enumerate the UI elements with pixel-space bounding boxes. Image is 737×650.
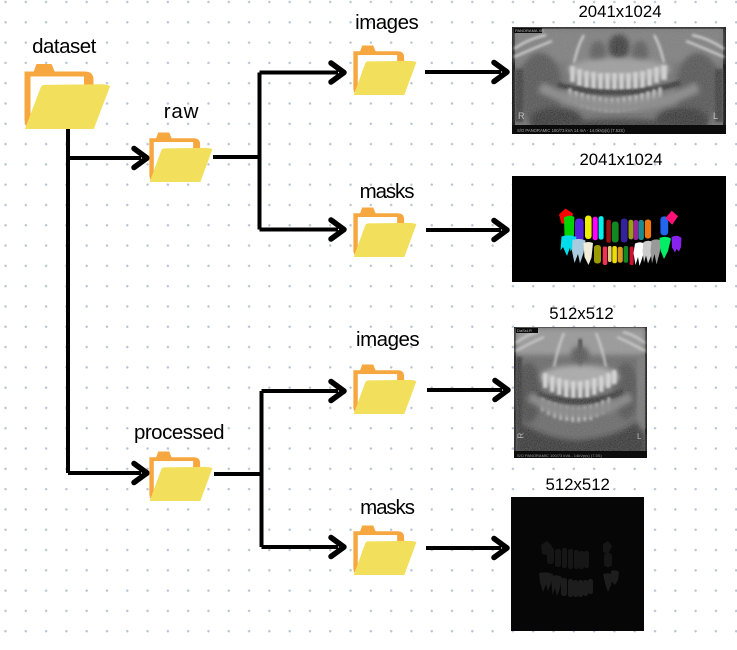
svg-text:S/O PANORAMIC 100/73 kVA 14 m: S/O PANORAMIC 100/73 kVA 14 mA - 14.0kVp… bbox=[517, 128, 625, 133]
svg-text:S/O PANORAMIC 100/73 kVA - 14k: S/O PANORAMIC 100/73 kVA - 14kVp(s) (7.5… bbox=[517, 453, 602, 458]
svg-text:R: R bbox=[518, 111, 525, 121]
svg-text:PANORAMA XR: PANORAMA XR bbox=[515, 28, 544, 33]
svg-text:DaSsLR: DaSsLR bbox=[517, 328, 532, 333]
svg-text:L: L bbox=[713, 111, 718, 121]
svg-text:R: R bbox=[516, 433, 525, 439]
svg-text:L: L bbox=[637, 432, 642, 441]
